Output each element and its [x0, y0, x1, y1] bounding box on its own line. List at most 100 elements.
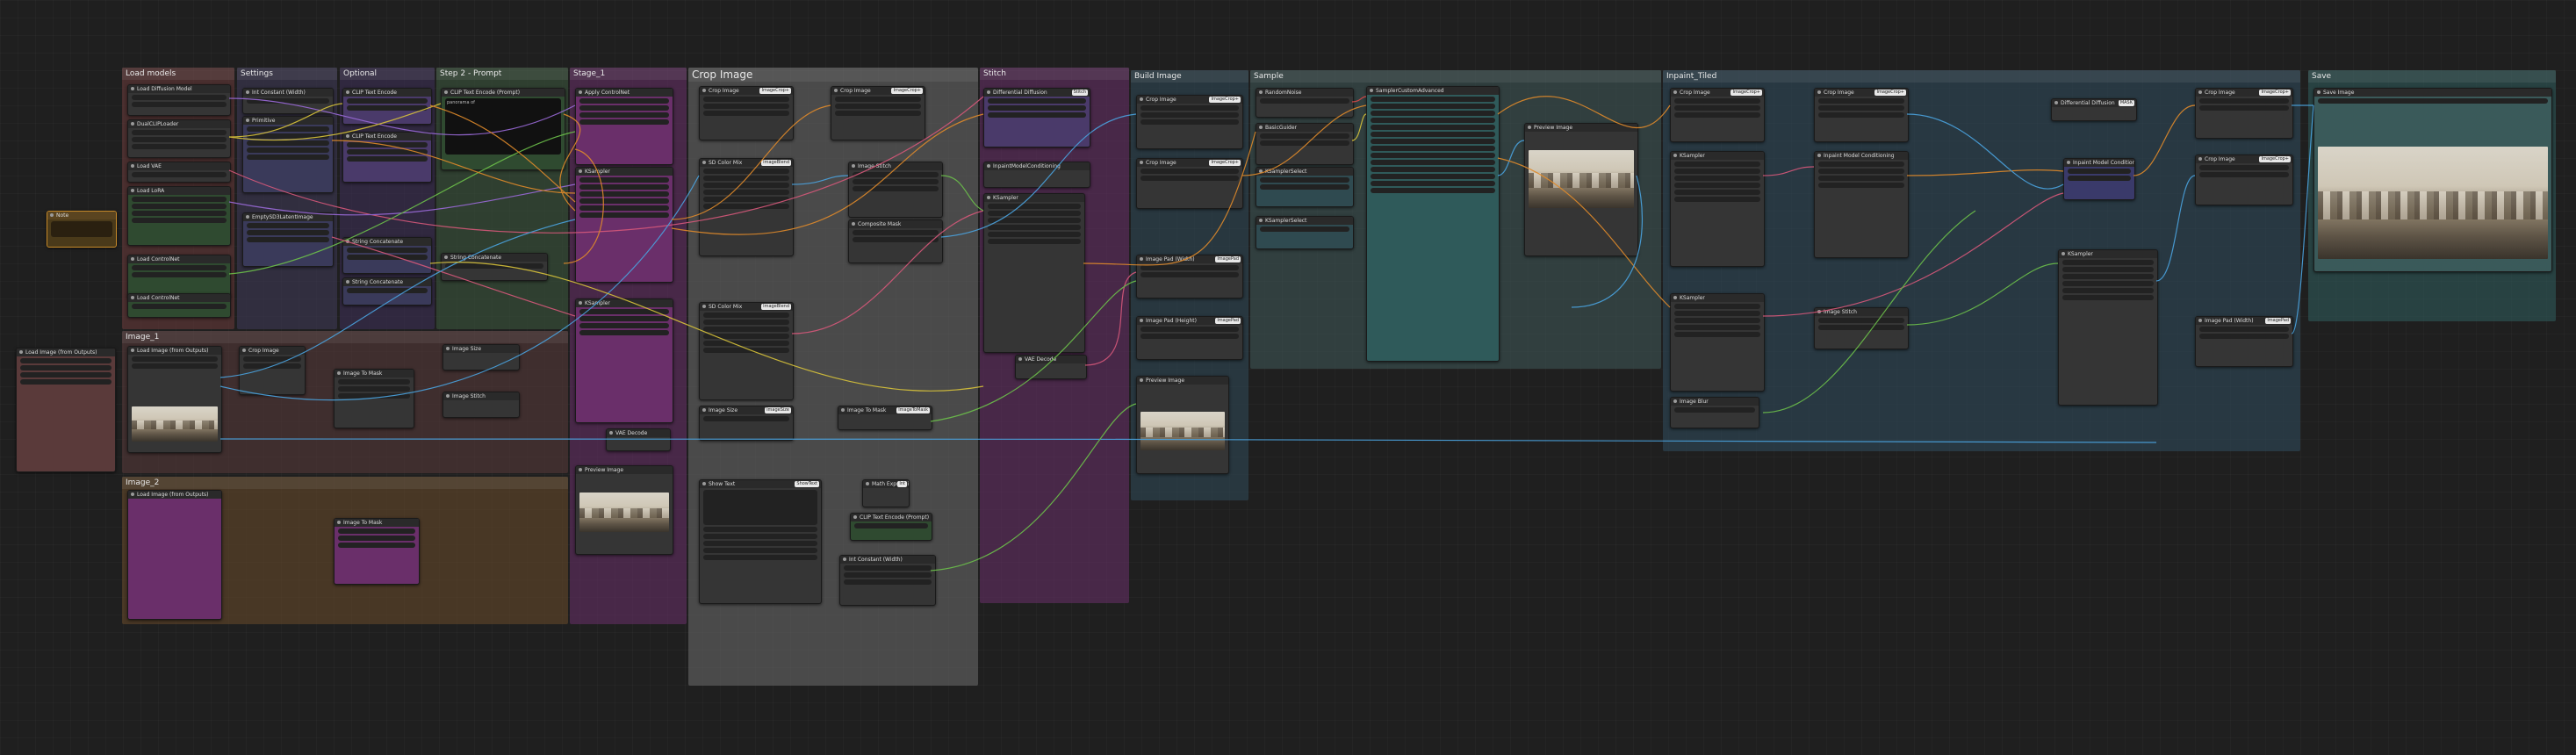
sample-sampler-node[interactable]: KSamplerSelect: [1256, 167, 1354, 207]
composite-mask-node[interactable]: Composite Mask: [848, 219, 943, 263]
string-concat-node-2[interactable]: String Concatenate: [342, 277, 432, 306]
inpaint-crop-a-node[interactable]: Crop Image ImageCrop+: [1670, 88, 1765, 142]
inpaint-crop-d-node[interactable]: Crop Image ImageCrop+: [2195, 155, 2293, 205]
stitch-sampler-node[interactable]: KSampler: [983, 193, 1085, 353]
inpaint-cond-node[interactable]: Inpaint Model Conditioning: [1814, 151, 1909, 258]
ksampler-1b-node[interactable]: KSampler: [575, 298, 673, 423]
image2-mask-node[interactable]: Image To Mask: [334, 518, 420, 585]
int-crop-node[interactable]: Int Constant (Width): [839, 555, 936, 606]
node-title: VAE Decode: [607, 429, 670, 437]
image-batch-node[interactable]: Image To Mask ImageToMask: [838, 406, 932, 430]
string-concat-node[interactable]: String Concatenate: [342, 237, 432, 274]
node-title: Image Stitch: [1815, 308, 1908, 316]
inpaint-crop-c-node[interactable]: Crop Image ImageCrop+: [2195, 88, 2293, 139]
clip-text-optional-node-2[interactable]: CLIP Text Encode: [342, 132, 432, 183]
int-width-node[interactable]: Int Constant (Width): [242, 88, 334, 114]
dualclip-node[interactable]: DualCLIPLoader: [127, 119, 231, 158]
sample-preview-node[interactable]: Preview Image: [1524, 123, 1638, 256]
inpaint-diff-node[interactable]: Differential Diffusion MASK: [2051, 98, 2137, 121]
build-crop-node[interactable]: Crop Image ImageCrop+: [1136, 95, 1243, 149]
crop-image-a-node[interactable]: Crop Image ImageCrop+: [699, 86, 794, 140]
node-title: Preview Image: [1137, 377, 1228, 385]
controlnet-apply-node[interactable]: Apply ControlNet: [575, 88, 673, 165]
load-diffusion-node[interactable]: Load Diffusion Model: [127, 84, 231, 116]
node-title: Math Expression: [863, 480, 909, 488]
sample-guider-node[interactable]: BasicGuider: [1256, 123, 1354, 165]
node-title: Apply ControlNet: [576, 89, 673, 97]
sample-sampler2-node[interactable]: KSamplerSelect: [1256, 216, 1354, 249]
inpaint-ksampler3-node[interactable]: KSampler: [2058, 249, 2158, 406]
node-title: KSampler: [1671, 294, 1764, 302]
node-title: CLIP Text Encode (Prompt): [442, 89, 565, 97]
node-title: CLIP Text Encode: [343, 89, 431, 97]
inpaint-ksampler2-node[interactable]: KSampler: [1670, 293, 1765, 392]
show-text-node[interactable]: Show Text ShowText: [699, 479, 822, 604]
node-title: Int Constant (Width): [243, 89, 333, 97]
image-pad-node[interactable]: Image Pad (Width) ImagePad: [1136, 255, 1243, 298]
node-title: KSampler: [1671, 152, 1764, 160]
image1-mask-node[interactable]: Image To Mask: [334, 369, 414, 428]
inpaint-cond2-node[interactable]: Inpaint Model Conditioning: [2063, 158, 2135, 200]
group-title: Stitch: [980, 68, 1129, 80]
string-concat-prompt-node[interactable]: String Concatenate: [441, 253, 548, 281]
node-title: Image To Mask: [335, 519, 419, 527]
sd-color-mix-node[interactable]: SD Color Mix ImageBlend: [699, 158, 794, 256]
clip-text-crop-node[interactable]: CLIP Text Encode (Prompt): [850, 513, 932, 541]
vae-decode-1-node[interactable]: VAE Decode: [606, 428, 671, 451]
image-pad2-node[interactable]: Image Pad (Height) ImagePad: [1136, 316, 1243, 360]
inpaint-blur-node[interactable]: Image Blur: [1670, 397, 1759, 428]
clip-text-optional-node[interactable]: CLIP Text Encode: [342, 88, 432, 125]
load-vae-node[interactable]: Load VAE: [127, 162, 231, 183]
image2-load-node[interactable]: Load Image (from Outputs): [127, 490, 222, 620]
image1-crop-node[interactable]: Crop Image: [239, 346, 306, 395]
node-title: RandomNoise: [1256, 89, 1353, 97]
inpaint-ksampler-node[interactable]: KSampler: [1670, 151, 1765, 267]
build-crop2-node[interactable]: Crop Image ImageCrop+: [1136, 158, 1243, 209]
node-title: Image Blur: [1671, 398, 1759, 406]
image1-stitch-node[interactable]: Image Stitch: [443, 392, 520, 418]
inpaint-crop-b-node[interactable]: Crop Image ImageCrop+: [1814, 88, 1909, 142]
node-title: Image Size: [443, 345, 519, 353]
primitive-seed-node[interactable]: Primitive: [242, 116, 334, 193]
save-image-node[interactable]: Save Image: [2313, 88, 2552, 272]
load-lora-node[interactable]: Load LoRA: [127, 186, 231, 246]
node-title: Load Image (from Outputs): [128, 347, 221, 355]
ksampler-1-node[interactable]: KSampler: [575, 167, 673, 283]
preview-image: [132, 406, 218, 442]
group-title: Build Image: [1131, 70, 1248, 83]
stitch-diff-node[interactable]: Differential Diffusion Stitch: [983, 88, 1090, 147]
load-controlnet-node-2[interactable]: Load ControlNet: [127, 293, 231, 318]
node-title: KSamplerSelect: [1256, 168, 1353, 176]
image-size-node[interactable]: Image Size ImageSize: [699, 406, 794, 441]
node-title: KSampler: [2059, 250, 2157, 258]
node-title: Image Pad (Width): [2196, 317, 2292, 325]
image-stitch-node[interactable]: Image Stitch: [848, 162, 943, 218]
inpaint-pad-node[interactable]: Image Pad (Width) ImagePad: [2195, 316, 2293, 367]
math-expr-node[interactable]: Math Expression Int: [862, 479, 910, 507]
preview-build-node[interactable]: Preview Image: [1136, 376, 1229, 474]
inpaint-model-node[interactable]: InpaintModelConditioning: [983, 162, 1090, 188]
prompt-text-input[interactable]: panorama of: [445, 98, 561, 155]
empty-canvas-region: [1252, 369, 1661, 439]
stitch-vae-node[interactable]: VAE Decode: [1015, 355, 1087, 379]
sample-advanced-node[interactable]: SamplerCustomAdvanced: [1366, 86, 1500, 362]
note-node[interactable]: Note: [47, 211, 117, 248]
load-controlnet-node[interactable]: Load ControlNet: [127, 255, 231, 298]
clip-text-flux-node[interactable]: CLIP Text Encode (Prompt) panorama of: [441, 88, 565, 170]
image1-size-node[interactable]: Image Size: [443, 344, 520, 370]
crop-image-b-node[interactable]: Crop Image ImageCrop+: [831, 86, 925, 140]
node-title: Preview Image: [1525, 124, 1637, 132]
node-title: Int Constant (Width): [840, 556, 935, 564]
sample-noise-node[interactable]: RandomNoise: [1256, 88, 1354, 118]
node-title: Load LoRA: [128, 187, 230, 195]
inpaint-stitch-node[interactable]: Image Stitch: [1814, 307, 1909, 349]
empty-latent-node[interactable]: EmptySD3LatentImage: [242, 212, 334, 267]
node-title: Differential Diffusion: [984, 89, 1090, 97]
node-title: Crop Image: [2196, 89, 2292, 97]
node-title: KSampler: [576, 299, 673, 307]
sd-color-mix-node-2[interactable]: SD Color Mix ImageBlend: [699, 302, 794, 400]
load-image-mask-node[interactable]: Load Image (from Outputs): [16, 348, 116, 472]
preview-1-node[interactable]: Preview Image: [575, 465, 673, 555]
load-image-1-node[interactable]: Load Image (from Outputs): [127, 346, 222, 453]
